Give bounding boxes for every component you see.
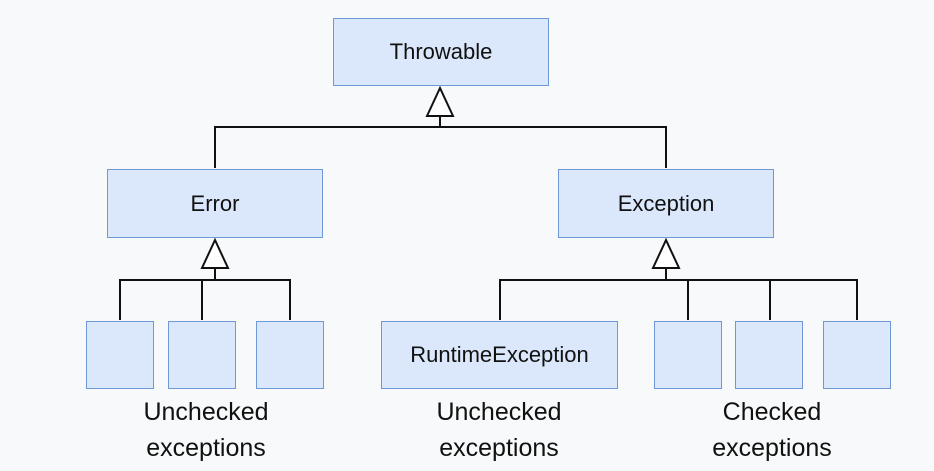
connector-throwable-children: [214, 126, 667, 168]
runtime-exception-box: RuntimeException: [381, 321, 618, 389]
checked-child-box-3: [823, 321, 891, 389]
error-child-box-3: [256, 321, 324, 389]
error-children-caption: Unchecked exceptions: [100, 394, 312, 466]
caption-line-1: Unchecked: [436, 398, 562, 426]
caption-line-2: exceptions: [712, 434, 832, 462]
connector-error-children: [119, 279, 291, 320]
checked-child-box-2: [735, 321, 803, 389]
error-child-box-2: [168, 321, 236, 389]
checked-exceptions-caption: Checked exceptions: [666, 394, 878, 466]
throwable-label: Throwable: [389, 39, 493, 64]
error-label: Error: [190, 190, 240, 216]
inheritance-arrow-error-icon: [200, 237, 230, 269]
inheritance-arrow-exception-icon: [651, 237, 681, 269]
caption-line-2: exceptions: [439, 434, 559, 462]
caption-line-1: Checked: [722, 398, 822, 426]
error-child-box-1: [86, 321, 154, 389]
runtime-exception-caption: Unchecked exceptions: [393, 394, 605, 466]
caption-line-1: Unchecked: [143, 398, 269, 426]
connector-exception-children: [499, 279, 858, 320]
caption-line-2: exceptions: [146, 434, 266, 462]
exception-box: Exception: [558, 169, 774, 238]
throwable-box: Throwable: [333, 18, 549, 86]
checked-child-box-1: [654, 321, 722, 389]
error-box: Error: [107, 169, 323, 238]
runtime-exception-label: RuntimeException: [410, 342, 589, 367]
inheritance-arrow-throwable-icon: [425, 85, 455, 117]
exception-label: Exception: [617, 190, 715, 216]
